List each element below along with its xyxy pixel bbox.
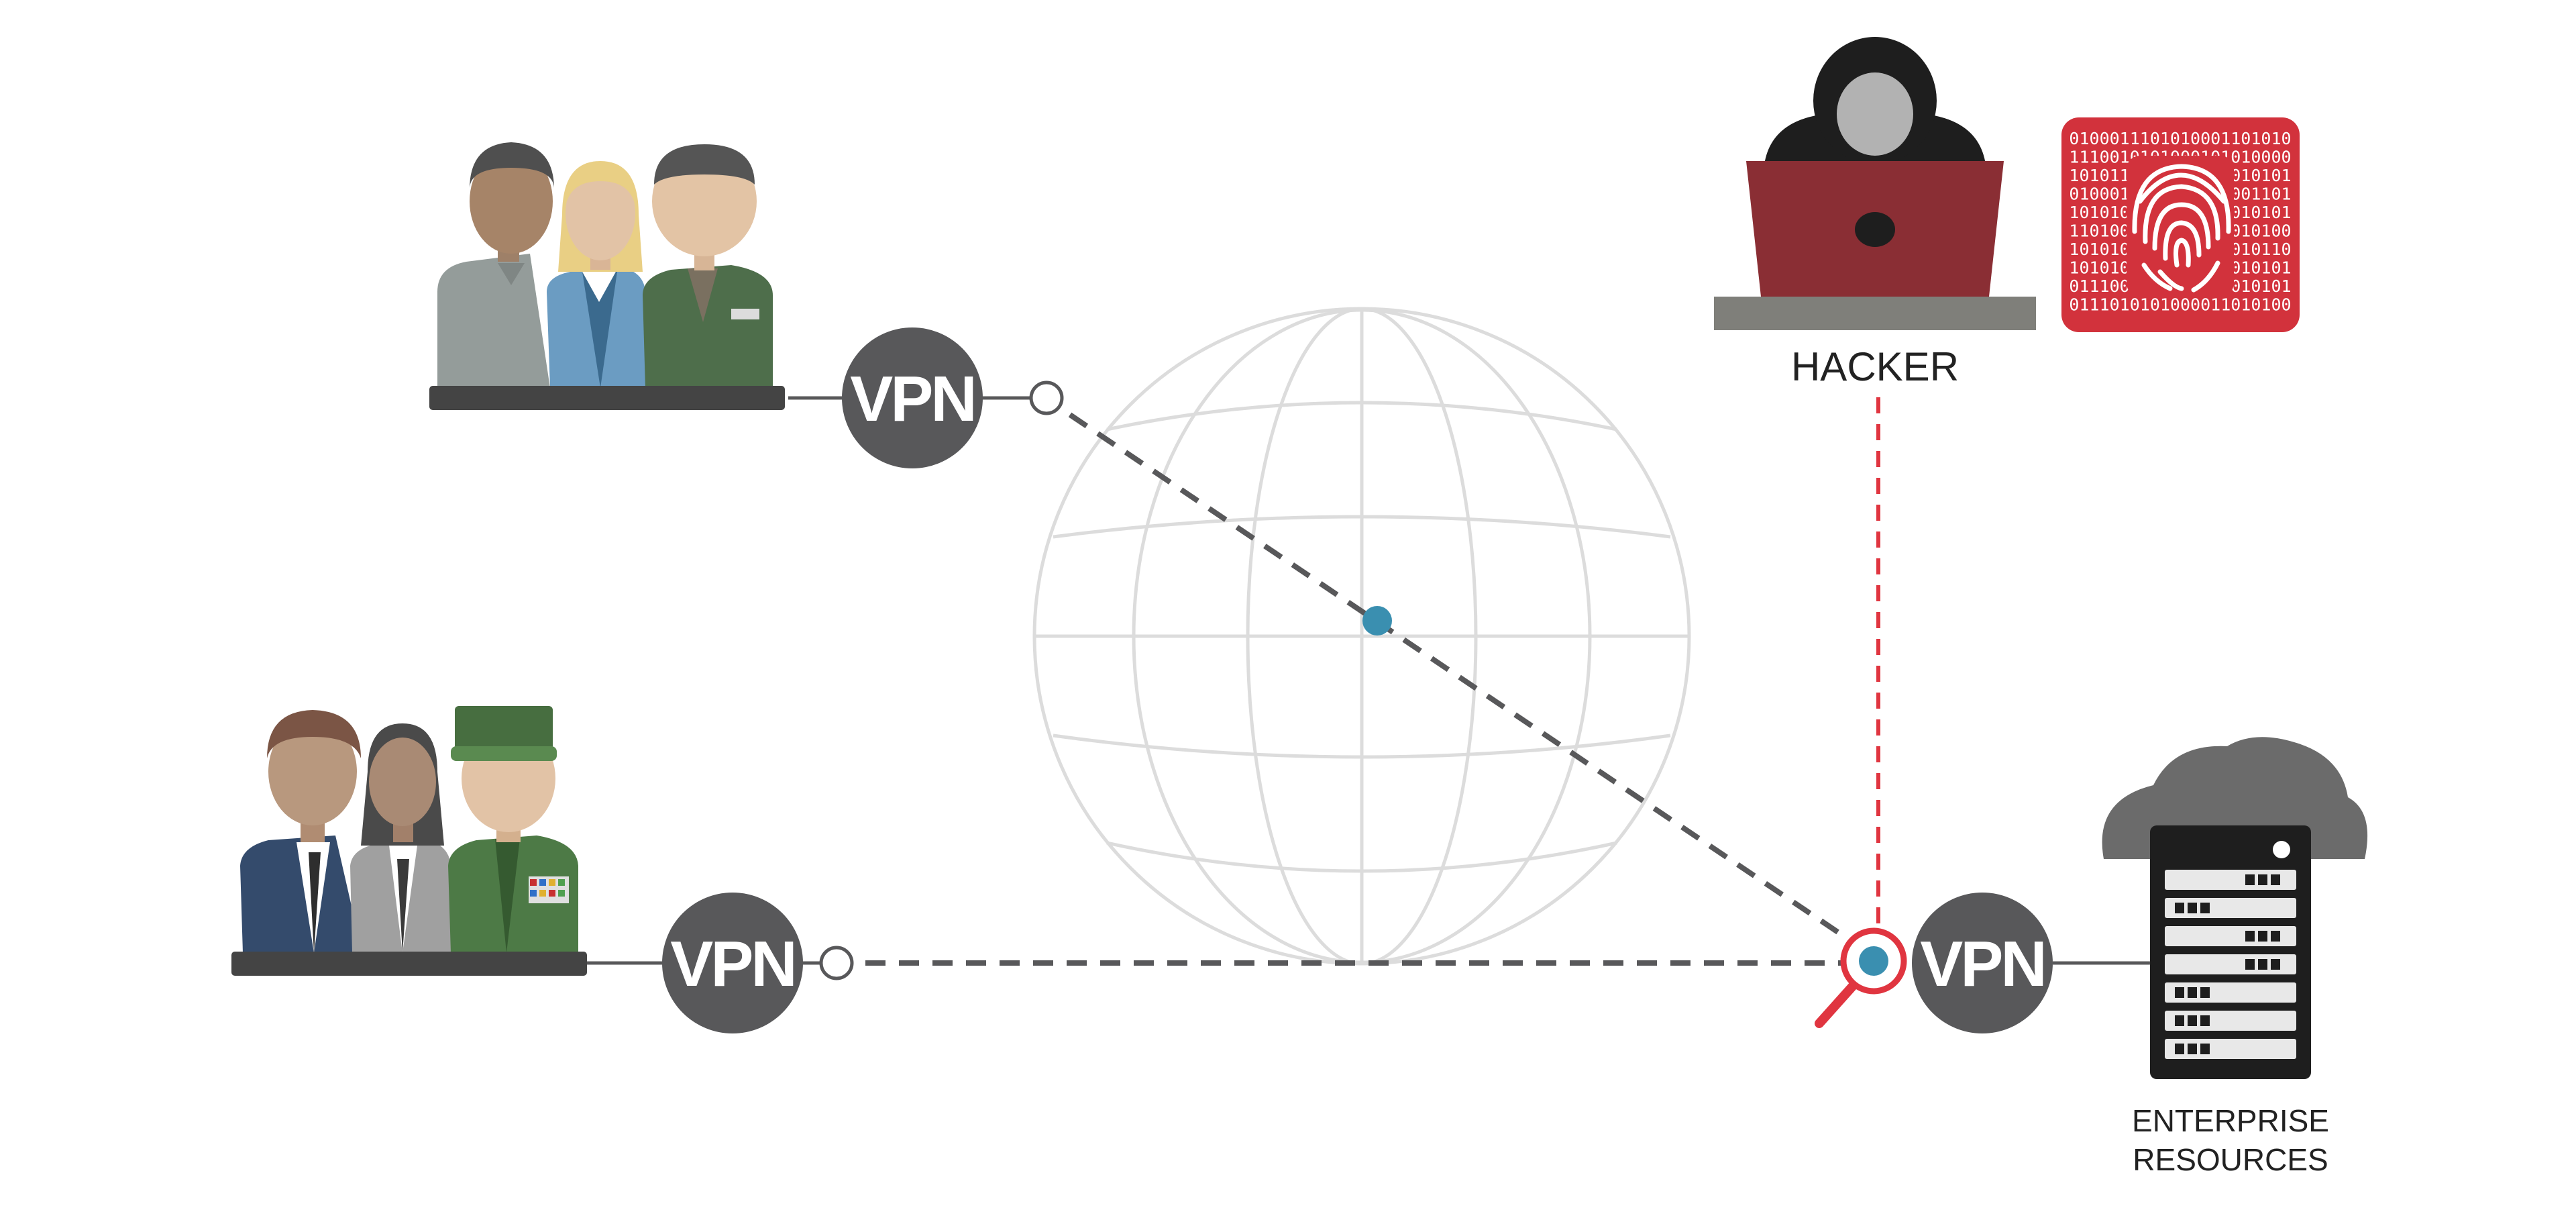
magnifier-icon <box>1815 927 1907 1028</box>
bottom-connection <box>587 946 1846 980</box>
user-group-icon <box>231 706 587 976</box>
server-cloud-icon: ENTERPRISE RESOURCES <box>2102 737 2368 1177</box>
globe-icon <box>1032 307 1691 966</box>
binary-line: 0111010101000011010100 <box>2069 295 2291 315</box>
vpn-badge-enterprise: VPN <box>1912 893 2163 1033</box>
hacker-laptop-icon: HACKER <box>1714 37 2036 389</box>
vpn-badge-bottom-left: VPN <box>662 893 803 1033</box>
vpn-label: VPN <box>1920 928 2044 1000</box>
user-group-icon <box>429 142 785 410</box>
enterprise-label-line2: RESOURCES <box>2133 1142 2328 1177</box>
globe-center-node <box>1362 606 1392 636</box>
binary-line: 0100011101010001101010 <box>2069 129 2291 148</box>
vpn-label: VPN <box>670 928 794 1000</box>
fingerprint-icon: 0100011101010001101010111001010100010101… <box>2061 117 2300 332</box>
hacker-label: HACKER <box>1791 344 1959 389</box>
top-connection <box>788 381 1859 948</box>
enterprise-label-line1: ENTERPRISE <box>2132 1103 2329 1138</box>
top-connection-endpoint <box>1029 381 1064 415</box>
bottom-connection-endpoint <box>819 946 854 980</box>
vpn-label: VPN <box>850 363 974 435</box>
vpn-badge-top: VPN <box>842 327 983 468</box>
